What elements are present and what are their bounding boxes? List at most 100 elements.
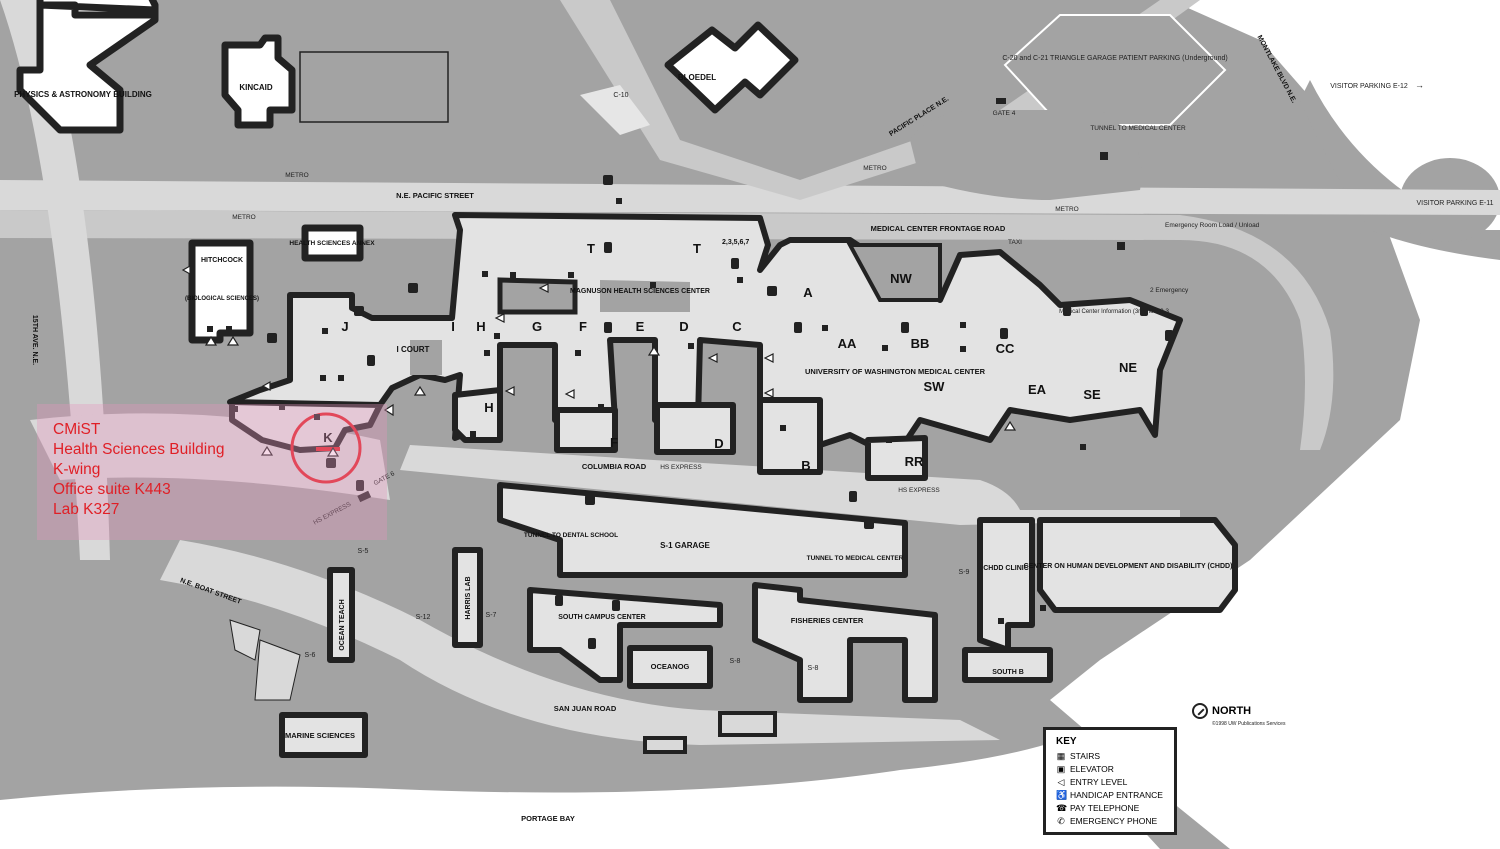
label-oceanog: OCEANOG: [651, 662, 690, 671]
er-info-label: Medical Center Information (3rd Floor): [1059, 309, 1161, 315]
tunnel-medical-top: TUNNEL TO MEDICAL CENTER: [1090, 125, 1186, 132]
wing-label: AA: [838, 336, 857, 351]
wing-rr[interactable]: [865, 435, 928, 481]
pay-telephone-icon: ☎: [1056, 803, 1068, 813]
arrow-e12: →: [1415, 80, 1424, 90]
label-metro-4: METRO: [1055, 206, 1078, 213]
er-floor-label: 2,3: [1160, 308, 1169, 315]
key-label: ELEVATOR: [1070, 764, 1114, 774]
label-metro-1: METRO: [285, 172, 308, 179]
building-physics[interactable]: [16, 0, 159, 134]
building-bloedel[interactable]: [664, 21, 799, 114]
cmist-location-text: CMiST Health Sciences Building K-wing Of…: [53, 420, 224, 520]
label-taxi: TAXI: [1008, 239, 1022, 246]
label-metro-2: METRO: [232, 214, 255, 221]
wing-label: H: [476, 319, 485, 334]
key-label: ENTRY LEVEL: [1070, 777, 1128, 787]
wing-label: H: [484, 400, 493, 415]
label-hs-annex: HEALTH SCIENCES ANNEX: [289, 240, 375, 247]
wing-label: T: [693, 241, 701, 256]
building-south-campus-center[interactable]: [527, 587, 723, 683]
label-triangle-garage: C-20 and C-21 TRIANGLE GARAGE PATIENT PA…: [1002, 55, 1227, 62]
cmist-highlight-box: [37, 404, 387, 540]
label-bloedel: BLOEDEL: [678, 73, 716, 82]
key-row-emergency-phone: ✆ EMERGENCY PHONE: [1056, 816, 1157, 826]
key-title: KEY: [1056, 736, 1077, 747]
er-load-label: Emergency Room Load / Unload: [1165, 222, 1260, 229]
building-chdd-clinic[interactable]: [977, 517, 1035, 653]
key-label: EMERGENCY PHONE: [1070, 816, 1158, 826]
key-row-handicap: ♿ HANDICAP ENTRANCE: [1056, 790, 1163, 800]
wing-letters: J I H G F E D C T T A NW AA BB CC SW EA …: [323, 241, 1137, 473]
wing-label: B: [801, 458, 810, 473]
tunnel-dental: TUNNEL TO DENTAL SCHOOL: [524, 532, 618, 539]
label-hs-express-2: HS EXPRESS: [898, 487, 940, 494]
parking-e11: VISITOR PARKING E-11: [1416, 200, 1493, 207]
elevator-icon: ▣: [1056, 764, 1066, 774]
wing-label: SW: [924, 379, 946, 394]
wing-label: T: [587, 241, 595, 256]
building-south-b[interactable]: [962, 647, 1053, 683]
north-arrow-icon: [1192, 703, 1208, 719]
wing-label: BB: [911, 336, 930, 351]
entry-level-icon: ◁: [1057, 777, 1065, 787]
key-row-entry: ◁ ENTRY LEVEL: [1056, 777, 1128, 787]
parking-s7: S-7: [486, 612, 497, 619]
wing-label: E: [636, 319, 645, 334]
map-key: KEY ▦ STAIRS ▣ ELEVATOR ◁ ENTRY LEVEL ♿ …: [1043, 727, 1177, 835]
street-pacific: N.E. PACIFIC STREET: [396, 191, 474, 200]
parking-c10: C-10: [613, 92, 628, 99]
highlight-line: Office suite K443: [53, 481, 171, 498]
north-indicator: NORTH: [1192, 703, 1251, 719]
wing-label: EA: [1028, 382, 1047, 397]
wing-h-south[interactable]: [452, 387, 503, 443]
highlight-line: K-wing: [53, 461, 101, 478]
label-chdd: CENTER ON HUMAN DEVELOPMENT AND DISABILI…: [1024, 563, 1233, 570]
building-chdd[interactable]: [1037, 517, 1238, 613]
label-marine: MARINE SCIENCES: [285, 731, 355, 740]
label-portage-bay: PORTAGE BAY: [521, 814, 575, 823]
building-s1-garage[interactable]: [497, 482, 908, 578]
label-hitchcock-sub: (BIOLOGICAL SCIENCES): [185, 296, 259, 302]
highlight-line: Lab K327: [53, 501, 120, 518]
wing-label: CC: [996, 341, 1015, 356]
label-i-court: I COURT: [397, 345, 430, 354]
label-hitchcock: HITCHCOCK: [201, 257, 243, 264]
wing-label: K: [323, 430, 333, 445]
building-oceanog[interactable]: [627, 645, 713, 689]
label-chdd-clinic: CHDD CLINIC: [983, 565, 1029, 572]
wing-label: NW: [890, 271, 912, 286]
label-south-b: SOUTH B: [992, 669, 1024, 676]
building-harris-lab[interactable]: [452, 547, 483, 648]
wing-label: F: [610, 435, 618, 450]
building-fisheries[interactable]: [752, 582, 938, 703]
parking-s6: S-6: [305, 652, 316, 659]
label-hs-express-1: HS EXPRESS: [660, 464, 702, 471]
wing-d-south[interactable]: [654, 402, 736, 455]
building-hs-annex[interactable]: [301, 224, 364, 262]
wing-b[interactable]: [757, 397, 823, 475]
label-magnuson: MAGNUSON HEALTH SCIENCES CENTER: [570, 288, 710, 295]
wing-f-south[interactable]: [554, 407, 618, 453]
label-kincaid: KINCAID: [239, 83, 273, 92]
wing-label: D: [679, 319, 688, 334]
highlight-line: CMiST: [53, 421, 101, 438]
label-s1-garage: S-1 GARAGE: [660, 541, 710, 550]
building-hitchcock[interactable]: [188, 239, 254, 344]
wing-label: SE: [1083, 387, 1101, 402]
wing-label: J: [341, 319, 348, 334]
street-columbia: COLUMBIA ROAD: [582, 462, 647, 471]
label-metro-3: METRO: [863, 165, 886, 172]
handicap-icon: ♿: [1056, 790, 1068, 800]
building-marine-sciences[interactable]: [279, 712, 368, 758]
wing-label: RR: [905, 454, 924, 469]
building-ocean-teach[interactable]: [327, 567, 355, 663]
building-kincaid[interactable]: [221, 34, 296, 129]
north-label: NORTH: [1212, 705, 1252, 717]
parking-s8b: S-8: [808, 665, 819, 672]
label-harris: HARRIS LAB: [465, 576, 472, 619]
label-physics: PHYSICS & ASTRONOMY BUILDING: [14, 90, 152, 99]
parking-s5: S-5: [358, 548, 369, 555]
emergency-phone-icon: ✆: [1057, 816, 1065, 826]
k-wing-highlight-circle: [290, 412, 362, 484]
